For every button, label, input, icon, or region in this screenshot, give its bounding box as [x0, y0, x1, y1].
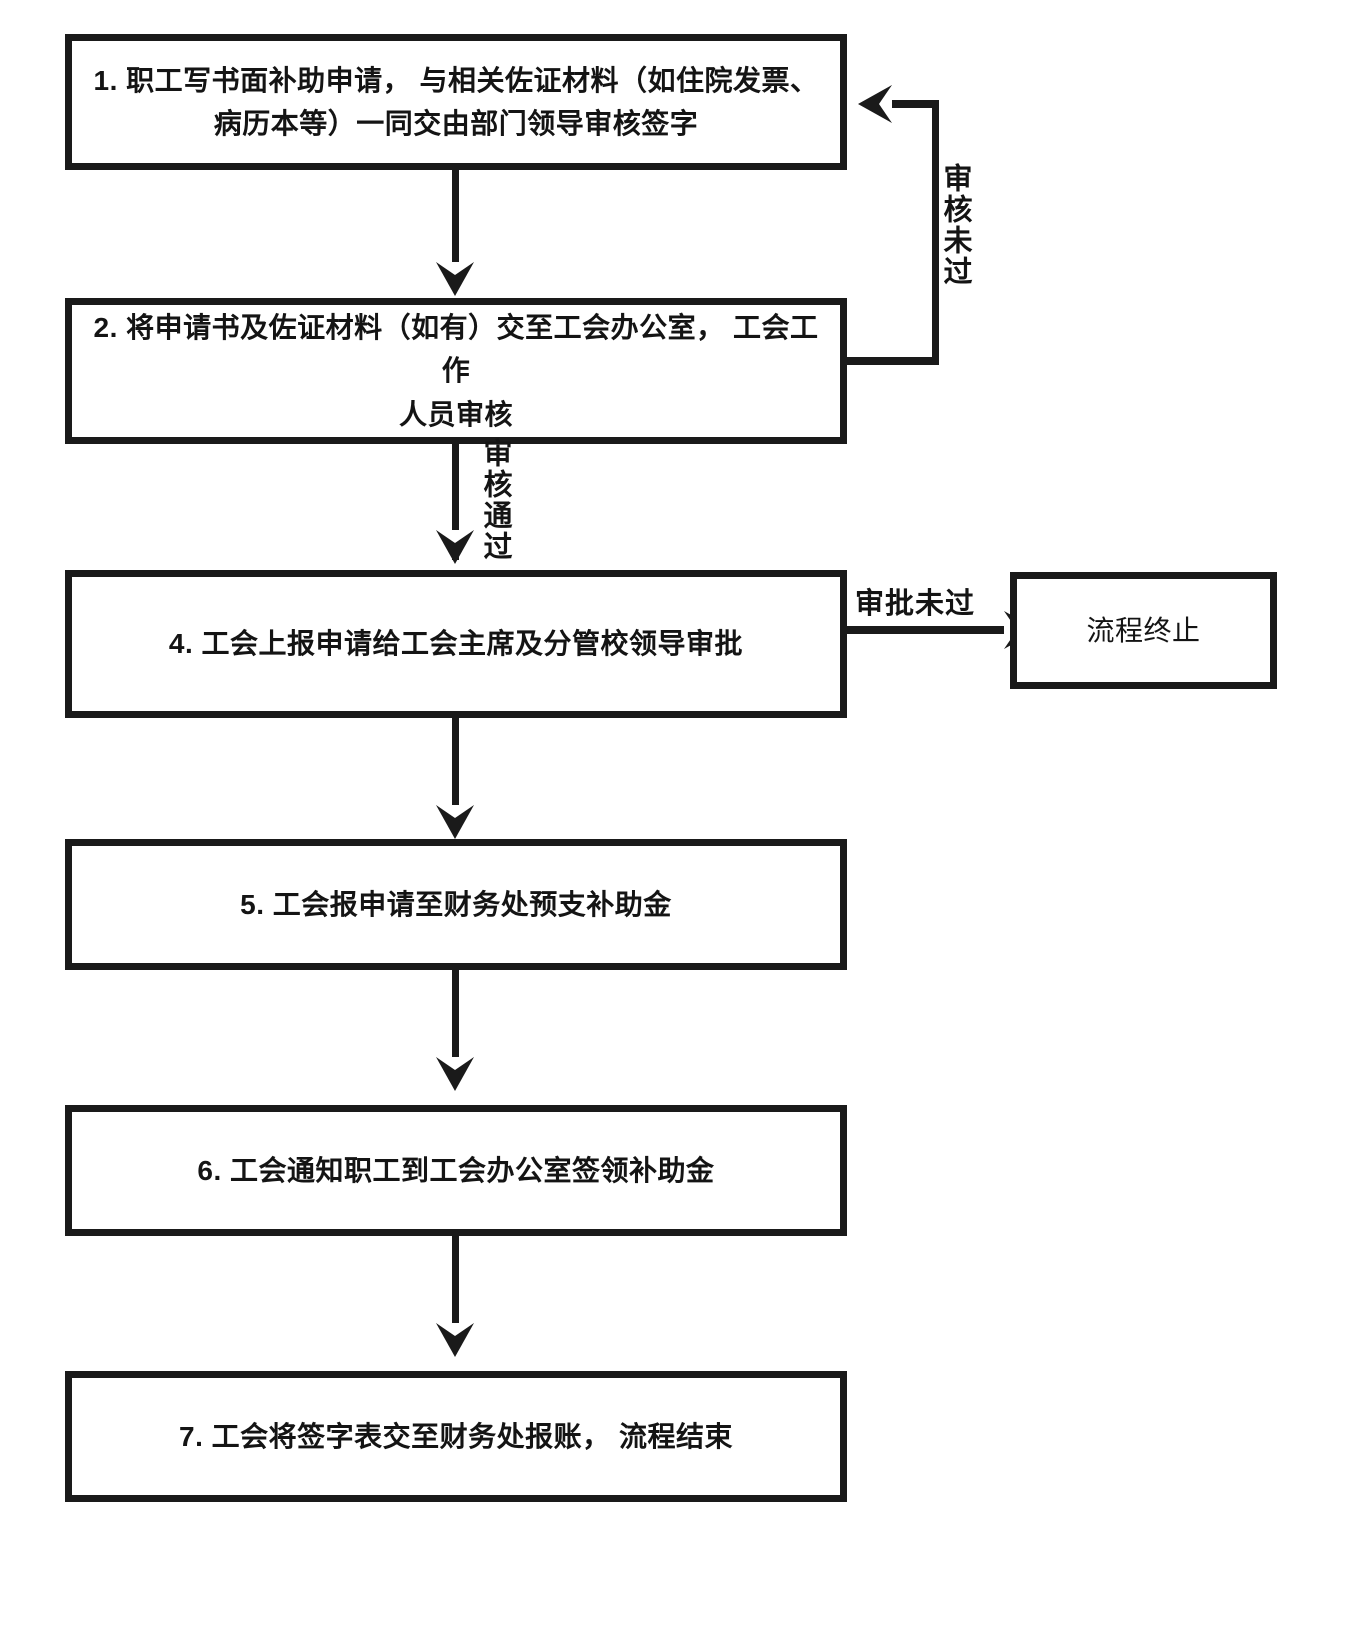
process-box-step4-label: 4. 工会上报申请给工会主席及分管校领导审批: [168, 628, 744, 660]
arrowhead-notch-step6-to-step7: [436, 1323, 474, 1336]
arrowhead-notch-step1-to-step2: [436, 262, 474, 275]
process-box-step1-label: 1. 职工写书面补助申请， 与相关佐证材料（如住院发票、 病历本等）一同交由部门…: [93, 64, 819, 139]
feedback-loop-bottom-segment: [847, 357, 939, 365]
process-box-step5[interactable]: 5. 工会报申请至财务处预支补助金: [65, 839, 847, 970]
process-box-step5-label: 5. 工会报申请至财务处预支补助金: [240, 888, 672, 920]
feedback-loop-top-segment: [888, 100, 939, 108]
process-box-step1[interactable]: 1. 职工写书面补助申请， 与相关佐证材料（如住院发票、 病历本等）一同交由部门…: [65, 34, 847, 170]
connector-step6-to-step7: [452, 1236, 459, 1344]
edge-label-review-passed: 审核通过: [479, 438, 511, 562]
edge-label-approval-failed: 审批未过: [855, 588, 976, 620]
terminal-box-label: 流程终止: [1086, 614, 1201, 646]
arrowhead-notch-feedback-to-step1: [879, 85, 892, 123]
connector-step4-to-terminate: [847, 626, 1007, 634]
connector-step1-to-step2: [452, 170, 459, 280]
connector-step5-to-step6: [452, 970, 459, 1078]
process-box-step7[interactable]: 7. 工会将签字表交至财务处报账， 流程结束: [65, 1371, 847, 1502]
process-box-step7-label: 7. 工会将签字表交至财务处报账， 流程结束: [179, 1420, 733, 1452]
connector-step2-to-step4: [452, 444, 459, 560]
arrowhead-notch-step4-to-step5: [436, 805, 474, 818]
arrowhead-notch-step5-to-step6: [436, 1057, 474, 1070]
connector-step4-to-step5: [452, 718, 459, 826]
feedback-loop-vertical-segment: [932, 100, 939, 365]
process-box-step2-label: 2. 将申请书及佐证材料（如有）交至工会办公室， 工会工作 人员审核: [93, 311, 819, 430]
process-box-step2[interactable]: 2. 将申请书及佐证材料（如有）交至工会办公室， 工会工作 人员审核: [65, 298, 847, 444]
process-box-step6[interactable]: 6. 工会通知职工到工会办公室签领补助金: [65, 1105, 847, 1236]
terminal-box-process-end[interactable]: 流程终止: [1010, 572, 1277, 689]
edge-label-review-failed: 审核未过: [939, 163, 971, 287]
process-box-step6-label: 6. 工会通知职工到工会办公室签领补助金: [197, 1154, 715, 1186]
process-box-step4[interactable]: 4. 工会上报申请给工会主席及分管校领导审批: [65, 570, 847, 718]
arrowhead-notch-step2-to-step4: [436, 530, 474, 543]
